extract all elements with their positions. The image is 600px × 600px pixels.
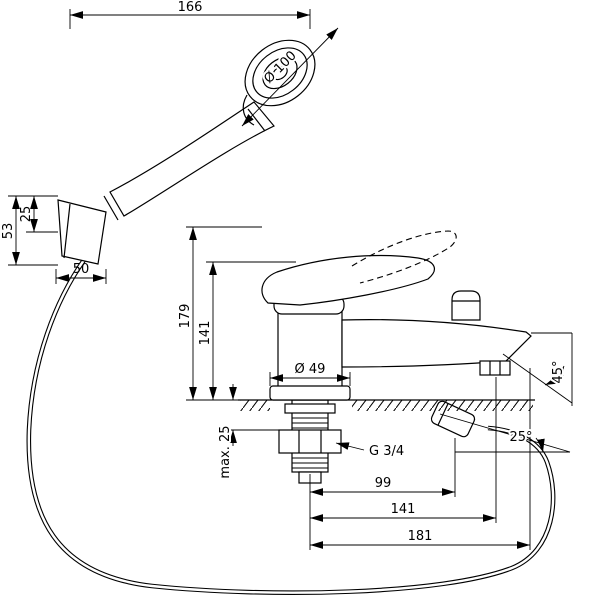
dim-holder-height: 53 25 [1,195,58,266]
dim-label-53: 53 [1,223,16,240]
base-escutcheon [269,385,351,401]
dim-hose-angle: 25° [439,413,571,453]
dim-max-deck: max. 25 [216,384,279,481]
dim-label-45deg: 45° [551,360,566,383]
dim-thread: G 3/4 [335,442,406,461]
dim-label-25: 25 [19,206,34,223]
dim-label-25deg: 25° [509,430,532,445]
dim-label-99: 99 [375,476,392,491]
dim-label-141-reach: 141 [391,502,416,517]
handle-ferrule-line [103,195,119,221]
dim-label-max25: max. 25 [218,425,233,478]
washer [284,403,336,414]
shower-holder [57,199,107,265]
deck-surface [238,399,535,411]
dim-base-diameter: Ø 49 [269,360,351,386]
dim-label-181: 181 [408,529,433,544]
dim-label-50: 50 [73,262,90,277]
aerator [479,360,511,376]
dim-label-g34: G 3/4 [369,444,404,459]
mounting-nut [278,429,342,454]
dim-spout-angle: 45° [502,332,573,406]
dim-holder-width: 50 [55,262,107,284]
dim-label-166: 166 [178,0,203,15]
dim-overall-width: 166 [69,0,311,29]
dim-label-141-height: 141 [198,321,213,346]
dim-label-phi49: Ø 49 [295,362,326,377]
handshower-handle [109,101,275,217]
spout [341,319,532,368]
dim-label-179: 179 [178,304,193,329]
dim-reaches: 99 141 181 [309,368,531,550]
shower-hose [26,258,556,596]
lever-handle-raised-dashed [351,230,457,284]
dim-heights: 179 141 [178,226,296,401]
mixer-below-deck [278,399,476,484]
diverter-knob [451,290,481,321]
lever-handle [261,254,436,306]
